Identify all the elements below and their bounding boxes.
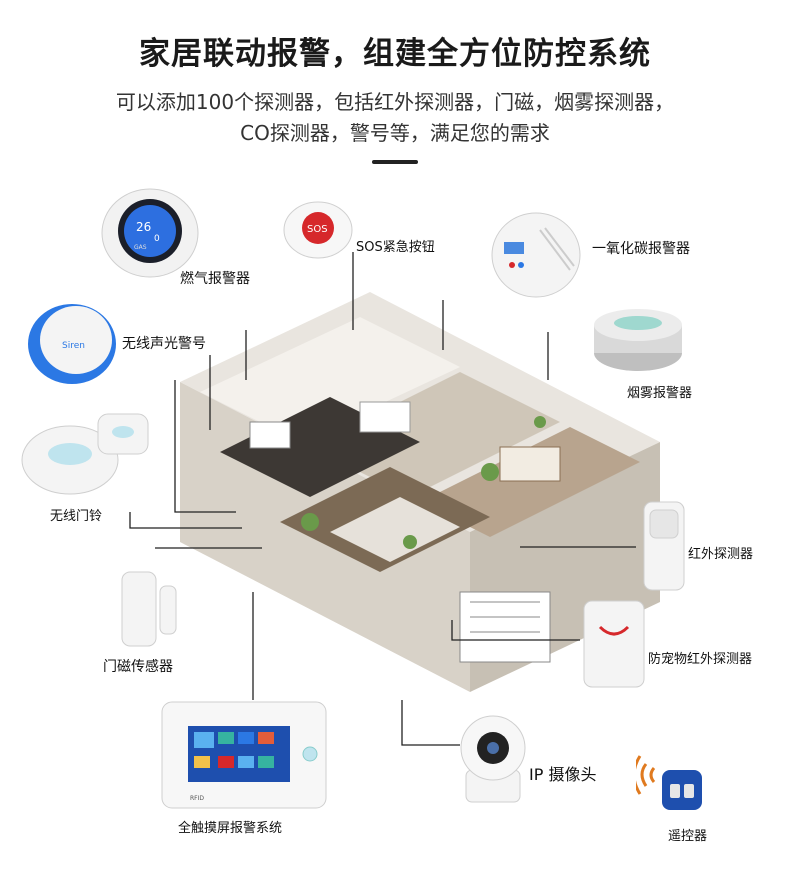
title-divider [372,160,418,164]
svg-text:0: 0 [154,234,160,244]
svg-text:RFID: RFID [190,795,204,802]
remote-control-label: 遥控器 [668,829,708,844]
doorbell-icon [21,413,149,495]
sos-button-icon: SOS [283,201,353,259]
smoke-detector-label: 烟雾报警器 [627,386,693,401]
pir-detector-label: 红外探测器 [688,547,754,562]
house-floorplan-illustration [180,292,660,692]
svg-text:GAS: GAS [134,244,147,251]
ip-camera-label: IP 摄像头 [529,765,597,784]
siren-icon: Siren [28,304,116,384]
siren-label: 无线声光警号 [122,336,206,352]
svg-text:Siren: Siren [62,341,85,351]
pir-detector-icon [643,501,685,591]
pet-pir-detector-icon [583,600,645,688]
page-subtitle-line1: 可以添加100个探测器，包括红外探测器，门磁，烟雾探测器， [115,90,675,114]
touch-panel-icon: RFID [161,701,327,809]
smoke-detector-icon [594,309,682,371]
co-detector-label: 一氧化碳报警器 [592,241,690,257]
sos-button-label: SOS紧急按钮 [356,240,435,255]
gas-detector-icon: 26 0 GAS [101,188,199,278]
svg-text:SOS: SOS [307,224,328,235]
touch-panel-label: 全触摸屏报警系统 [178,821,283,836]
co-detector-icon [491,212,581,298]
remote-control-icon [636,755,702,810]
svg-text:26: 26 [136,220,151,234]
doorbell-label: 无线门铃 [50,509,103,524]
door-sensor-icon [121,571,177,647]
gas-detector-label: 燃气报警器 [180,271,250,287]
page-title: 家居联动报警，组建全方位防控系统 [139,36,651,72]
pet-pir-detector-label: 防宠物红外探测器 [648,652,753,667]
ip-camera-icon [460,715,526,803]
page-subtitle-line2: CO探测器，警号等，满足您的需求 [240,121,550,145]
door-sensor-label: 门磁传感器 [103,659,173,675]
